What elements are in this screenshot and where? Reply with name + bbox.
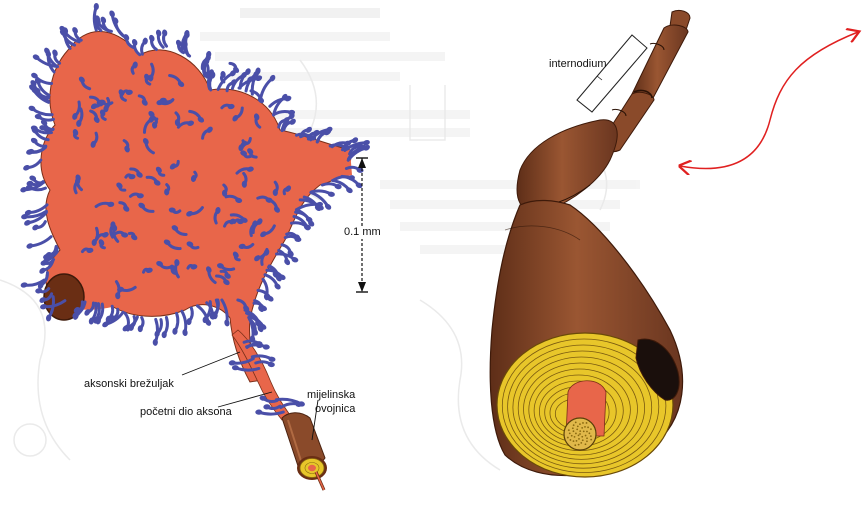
internode-label: internodium bbox=[549, 58, 606, 71]
axoplasm-speckle bbox=[586, 437, 588, 439]
axoplasm-speckle bbox=[578, 438, 580, 440]
spine-bouton bbox=[155, 29, 162, 37]
scale-bar-label: 0.1 mm bbox=[342, 226, 383, 239]
initial-segment-label: početni dio aksona bbox=[140, 406, 232, 419]
spine-bouton bbox=[182, 329, 188, 337]
dendritic-spine bbox=[259, 412, 284, 414]
axoplasm-speckle bbox=[575, 433, 577, 435]
spine-bouton bbox=[23, 219, 32, 227]
spine-bouton bbox=[164, 188, 169, 195]
axoplasm-speckle bbox=[573, 424, 575, 426]
axoplasm-speckle bbox=[584, 426, 586, 428]
axoplasm-speckle bbox=[579, 430, 581, 432]
axoplasm-speckle bbox=[585, 435, 587, 437]
axoplasm-speckle bbox=[573, 440, 575, 442]
axon-hillock-label: aksonski brežuljak bbox=[84, 378, 174, 391]
axoplasm-speckle bbox=[573, 430, 575, 432]
axoplasm-speckle bbox=[578, 435, 580, 437]
spine-bouton bbox=[20, 282, 28, 289]
axoplasm-speckle bbox=[586, 431, 588, 433]
axoplasm-speckle bbox=[580, 442, 582, 444]
axoplasm-speckle bbox=[576, 440, 578, 442]
myelinated-axon-segment bbox=[282, 413, 327, 490]
axoplasm-speckle bbox=[588, 432, 590, 434]
axoplasm-speckle bbox=[581, 427, 583, 429]
axoplasm-speckle bbox=[590, 428, 592, 430]
axoplasm-speckle bbox=[572, 427, 574, 429]
axoplasm-speckle bbox=[585, 443, 587, 445]
axoplasm-speckle bbox=[568, 429, 570, 431]
spine-bouton bbox=[51, 49, 59, 58]
axoplasm-speckle bbox=[577, 425, 579, 427]
axoplasm-speckle bbox=[579, 423, 581, 425]
axoplasm-speckle bbox=[576, 428, 578, 430]
axoplasm-speckle bbox=[581, 436, 583, 438]
axoplasm-speckle bbox=[583, 430, 585, 432]
spine-bouton bbox=[108, 10, 116, 19]
spine-bouton bbox=[224, 319, 231, 327]
axoplasm-speckle bbox=[587, 426, 589, 428]
spine-bouton bbox=[22, 164, 31, 172]
axoplasm-speckle bbox=[574, 436, 576, 438]
spine-bouton bbox=[255, 410, 262, 415]
spine-bouton bbox=[94, 3, 99, 10]
spine-bouton bbox=[26, 242, 34, 250]
axoplasm-speckle bbox=[590, 435, 592, 437]
axoplasm-speckle bbox=[571, 435, 573, 437]
spine-bouton bbox=[71, 26, 79, 35]
axoplasm-speckle bbox=[578, 444, 580, 446]
axoplasm-speckle bbox=[569, 432, 571, 434]
spine-bouton bbox=[283, 258, 291, 267]
double-headed-curved-arrow bbox=[680, 32, 858, 169]
spine-bouton bbox=[228, 360, 236, 366]
axoplasm-speckle bbox=[582, 422, 584, 424]
dendritic-spine bbox=[261, 78, 273, 98]
spine-bouton bbox=[31, 223, 40, 231]
axoplasm-speckle bbox=[586, 440, 588, 442]
myelin-sheath-label-line2: ovojnica bbox=[315, 403, 355, 416]
axoplasm-speckle bbox=[579, 433, 581, 435]
axoplasm-speckle bbox=[567, 437, 569, 439]
axoplasm-speckle bbox=[575, 422, 577, 424]
axoplasm-speckle bbox=[590, 439, 592, 441]
axoplasm-speckle bbox=[574, 444, 576, 446]
myelin-sheath-label-line1: mijelinska bbox=[307, 389, 355, 402]
axoplasm-speckle bbox=[586, 422, 588, 424]
axoplasm-speckle bbox=[582, 439, 584, 441]
axoplasm-speckle bbox=[570, 439, 572, 441]
spine-bouton bbox=[148, 34, 155, 42]
scale-bar bbox=[356, 158, 368, 292]
